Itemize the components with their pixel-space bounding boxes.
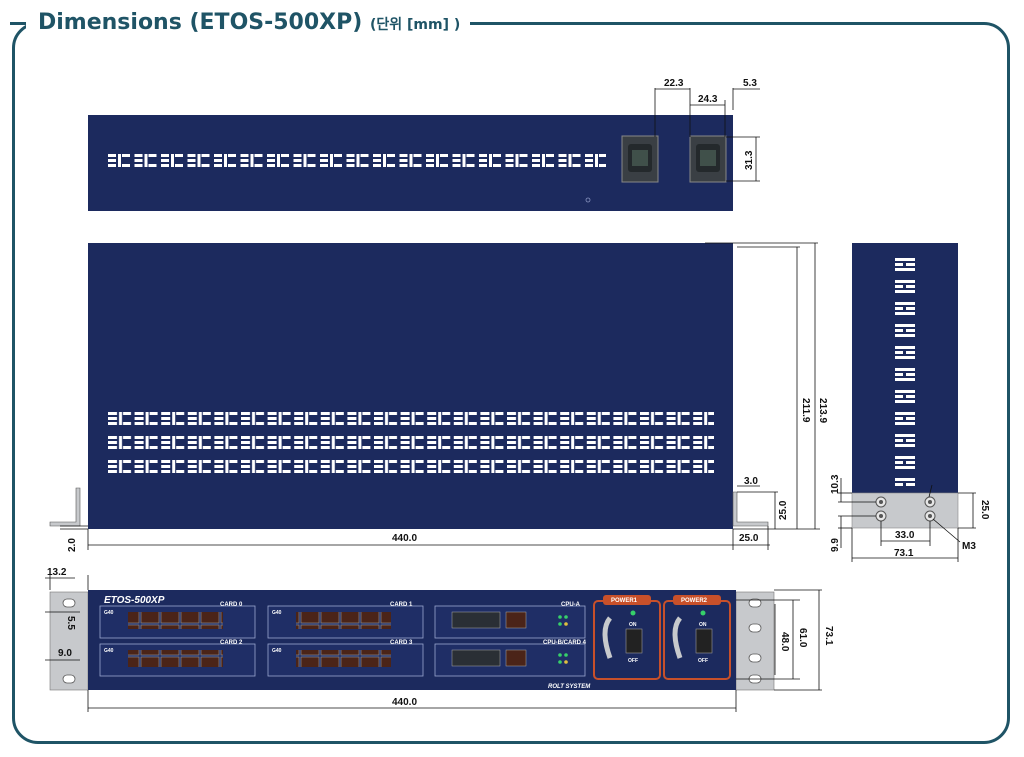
panel-brand: ETOS-500XP <box>104 595 165 606</box>
front-view-vent <box>108 410 714 482</box>
power-module-2: POWER2 ON OFF <box>663 595 731 680</box>
cpu-b-label: CPU-B/CARD 4 <box>543 640 587 646</box>
dim-top-offset: 5.3 <box>743 78 757 89</box>
ear-hole-icon <box>62 598 762 684</box>
power-socket-icon <box>689 135 727 183</box>
dim-side-left-bottom: 9.9 <box>830 538 841 552</box>
side-view-vent <box>893 258 919 488</box>
cpu-module-a: CPU-A <box>434 602 586 639</box>
card-label: CARD 3 <box>390 640 413 646</box>
panel-left-ear <box>49 591 89 691</box>
top-view-vent <box>108 152 606 174</box>
switch-off-label: OFF <box>698 658 708 664</box>
left-mount-ear <box>49 487 81 527</box>
dim-panel-hole-offset: 5.5 <box>65 616 76 630</box>
dim-front-h-outer: 213.9 <box>817 398 828 423</box>
card-label: CARD 0 <box>220 602 243 608</box>
svg-text:G40: G40 <box>272 610 282 616</box>
dim-side-total: 73.1 <box>894 548 914 559</box>
dim-panel-hole-pitch: 48.0 <box>779 632 790 652</box>
svg-text:G40: G40 <box>272 648 282 654</box>
dim-side-left-top: 10.3 <box>830 474 841 494</box>
card-slot: G40 CARD 0 <box>99 602 256 639</box>
switch-on-label: ON <box>629 622 637 628</box>
dim-side-hole-pitch: 33.0 <box>895 530 915 541</box>
card-slot: G40 CARD 2 <box>99 640 256 677</box>
border-frame <box>12 22 1010 744</box>
power1-label: POWER1 <box>611 598 638 604</box>
status-led-icon <box>630 610 636 616</box>
handle-icon <box>602 616 613 659</box>
top-view: 22.3 24.3 5.3 31.3 <box>88 78 760 211</box>
title-main: Dimensions (ETOS-500XP) <box>38 10 363 35</box>
svg-text:G40: G40 <box>104 648 114 654</box>
dim-panel-inner: 61.0 <box>797 628 808 648</box>
cpu-a-label: CPU-A <box>561 602 581 608</box>
panel-right-ear <box>735 591 775 691</box>
side-mount-ear <box>851 492 959 529</box>
dim-panel-width: 440.0 <box>392 697 417 708</box>
panel-view: ETOS-500XP ROLT SYSTEM G40 CARD 0 G40 CA… <box>45 567 834 712</box>
panel-maker: ROLT SYSTEM <box>548 684 591 690</box>
title-unit: (단위 [mm] ) <box>369 17 461 33</box>
card-slot: G40 CARD 3 <box>267 640 424 677</box>
card-slot: G40 CARD 1 <box>267 602 424 639</box>
front-view-chassis <box>88 243 733 529</box>
title-accent-bar <box>10 22 26 25</box>
power-socket-icon <box>621 135 659 183</box>
dim-top-height: 31.3 <box>744 150 755 170</box>
card-label: CARD 1 <box>390 602 413 608</box>
switch-on-label: ON <box>699 622 707 628</box>
page-title: Dimensions (ETOS-500XP) (단위 [mm] ) <box>10 8 471 40</box>
dim-side-screw: M3 <box>962 541 976 552</box>
switch-off-label: OFF <box>628 658 638 664</box>
power-switch[interactable] <box>695 628 713 654</box>
power-switch[interactable] <box>625 628 643 654</box>
handle-icon <box>672 616 683 659</box>
dim-top-width-b: 24.3 <box>698 94 718 105</box>
dim-front-ear-thickness: 3.0 <box>744 476 758 487</box>
front-view: 211.9 213.9 3.0 25.0 440.0 25.0 2.0 <box>49 242 828 552</box>
cpu-module-b: CPU-B/CARD 4 <box>434 640 587 677</box>
right-mount-ear <box>732 491 769 527</box>
dim-panel-ear-width: 13.2 <box>47 567 67 578</box>
dim-panel-height: 73.1 <box>823 626 834 646</box>
dim-front-ear-height: 25.0 <box>778 500 789 520</box>
card-label: CARD 2 <box>220 640 243 646</box>
dim-front-ear-depth: 25.0 <box>739 533 759 544</box>
dim-panel-hole-low: 9.0 <box>58 648 72 659</box>
power2-label: POWER2 <box>681 598 708 604</box>
svg-text:G40: G40 <box>104 610 114 616</box>
dim-front-width: 440.0 <box>392 533 417 544</box>
status-led-icon <box>700 610 706 616</box>
dim-top-width-a: 22.3 <box>664 78 684 89</box>
side-view: 10.3 9.9 25.0 33.0 73.1 M3 <box>830 243 990 562</box>
dim-side-right-height: 25.0 <box>979 500 990 520</box>
dim-front-bottom: 2.0 <box>67 538 78 552</box>
dim-front-h-inner: 211.9 <box>800 398 811 423</box>
power-module-1: POWER1 ON OFF <box>593 595 661 680</box>
